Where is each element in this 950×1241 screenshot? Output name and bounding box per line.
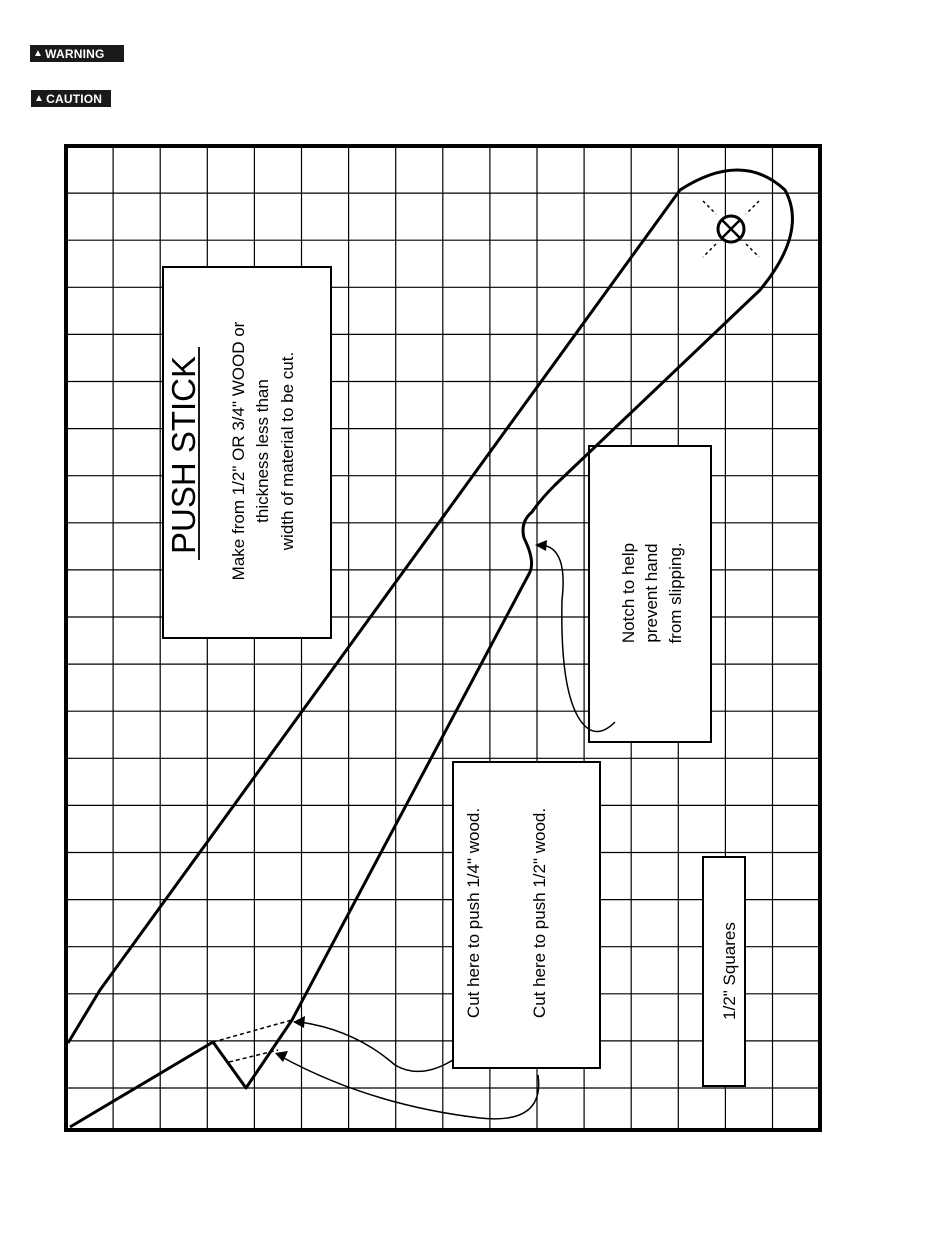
material-note-line-2: thickness less than	[253, 379, 272, 523]
cut-quarter-note: Cut here to push 1/4" wood.	[464, 808, 483, 1018]
cut-line-half	[229, 1050, 278, 1062]
cut-quarter-leader	[300, 1022, 453, 1071]
notch-note-line-3: from slipping.	[666, 542, 685, 643]
notch-note-line-1: Notch to help	[619, 543, 638, 643]
cut-half-note: Cut here to push 1/2" wood.	[530, 808, 549, 1018]
hang-hole	[703, 201, 759, 257]
notch-note-line-2: prevent hand	[642, 543, 661, 642]
scale-note: 1/2" Squares	[720, 922, 739, 1020]
push-stick-title: PUSH STICK	[165, 356, 202, 554]
material-note-line-3: width of material to be cut.	[278, 352, 297, 551]
cut-half-arrowhead	[275, 1051, 288, 1062]
material-note-line-1: Make from 1/2" OR 3/4" WOOD or	[229, 321, 248, 580]
